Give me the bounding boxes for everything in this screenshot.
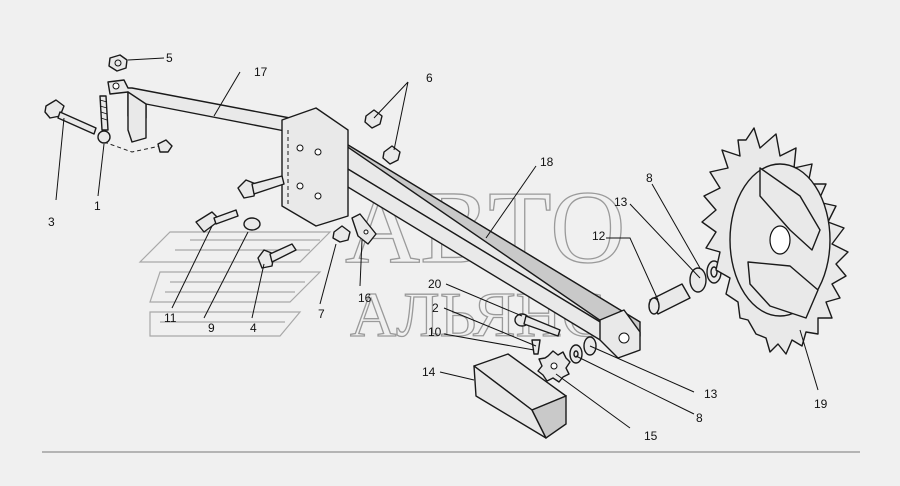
callout-4: 4: [250, 321, 257, 335]
callout-9: 9: [208, 321, 215, 335]
callout-8-lower: 8: [696, 411, 703, 425]
part-7-nut: [332, 225, 351, 243]
callout-3: 3: [48, 215, 55, 229]
plate-bolt: [237, 175, 285, 199]
callout-10: 10: [428, 325, 442, 339]
bracket-nut: [157, 139, 173, 153]
fork-block: [599, 309, 641, 359]
watermark-logo: [138, 231, 332, 337]
part-4-bolt: [257, 243, 297, 269]
callout-17: 17: [254, 65, 268, 79]
part-6-nut-b: [382, 145, 401, 165]
part-9-ring: [243, 217, 261, 231]
callout-13-lower: 13: [704, 387, 718, 401]
callout-6: 6: [426, 71, 433, 85]
callout-8-upper: 8: [646, 171, 653, 185]
callout-7: 7: [318, 307, 325, 321]
callout-20: 20: [428, 277, 442, 291]
part-17-bracket-arm: [103, 79, 291, 153]
leader-lines: [55, 57, 819, 429]
part-5-nut: [108, 54, 128, 72]
callout-12: 12: [592, 229, 606, 243]
callout-1: 1: [94, 199, 101, 213]
lower-washers: [569, 336, 597, 364]
part-14-cover-box: [473, 353, 567, 440]
callout-19: 19: [814, 397, 828, 411]
part-10-small-bolt: [531, 339, 541, 355]
part-12-bushing: [648, 283, 691, 315]
part-20-bolt: [514, 313, 561, 337]
part-3-bolt: [44, 99, 97, 135]
part-16-angle-bracket: [351, 213, 377, 245]
callout-2: 2: [432, 301, 439, 315]
part-19-star-wheel: [701, 127, 849, 355]
callout-14: 14: [422, 365, 436, 379]
callout-15: 15: [644, 429, 658, 443]
part-15-sprocket: [537, 350, 571, 383]
callout-11: 11: [164, 311, 177, 325]
callout-18: 18: [540, 155, 554, 169]
callout-13-upper: 13: [614, 195, 628, 209]
part-1-stud: [97, 95, 111, 144]
callouts: 5 17 6 3 1 18 8 13 12 11 9 4 7 16 20 2 1…: [48, 51, 828, 443]
callout-5: 5: [166, 51, 173, 65]
part-11-pin: [195, 209, 239, 233]
callout-16: 16: [358, 291, 372, 305]
mounting-plate: [281, 107, 349, 227]
